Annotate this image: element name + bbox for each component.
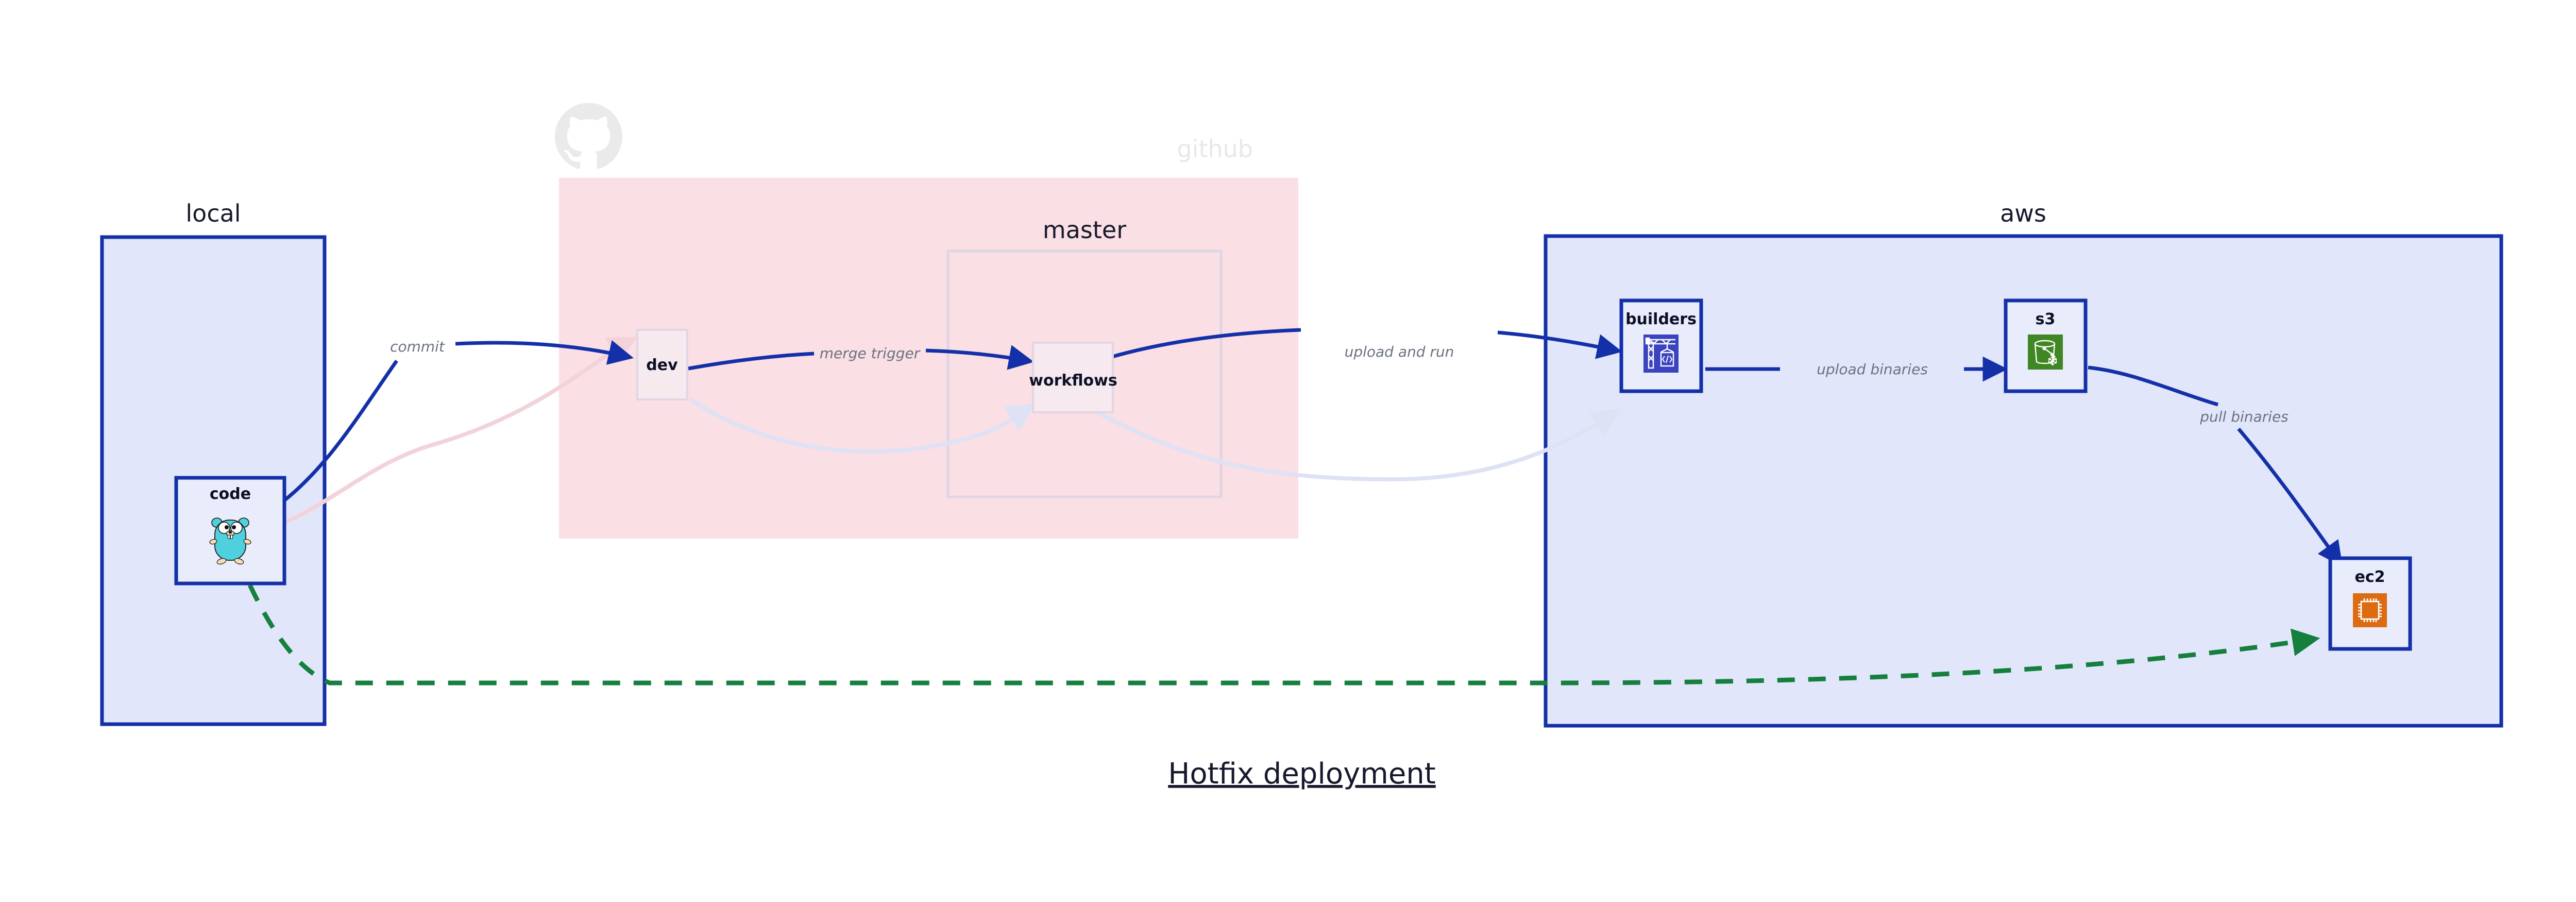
ghost-edges (242, 337, 1621, 538)
edge-pull-binaries-tail (2088, 365, 2218, 407)
edge-merge-head (925, 345, 1035, 370)
edge-pull-binaries-head (2237, 427, 2343, 567)
cluster-local: local (100, 199, 327, 726)
cluster-github: github (555, 103, 1298, 539)
go-gopher-icon (209, 517, 251, 565)
node-dev-label: dev (646, 356, 678, 374)
cluster-local-label: local (185, 199, 241, 227)
edge-upload-run-tail (1097, 328, 1301, 363)
node-workflows-box[interactable] (1032, 342, 1114, 413)
node-ec2-label: ec2 (2354, 568, 2385, 586)
diagram-title-group: Hotfix deployment (1168, 757, 1436, 791)
aws-ec2-icon (2353, 593, 2387, 627)
node-builders[interactable]: builders (1619, 298, 1703, 393)
node-code[interactable]: code (174, 476, 286, 586)
node-dev[interactable]: dev (636, 329, 688, 400)
node-s3[interactable]: s3 (2004, 298, 2088, 393)
edge-label-commit: commit (390, 338, 445, 355)
cluster-master-label: master (1043, 216, 1126, 244)
node-s3-label: s3 (2036, 310, 2056, 328)
node-builders-label: builders (1625, 310, 1697, 328)
edge-upload-run-head (1497, 330, 1622, 359)
cluster-master: master (946, 216, 1223, 498)
ghost-edge-code-dev (242, 337, 638, 538)
page-title: Hotfix deployment (1168, 757, 1436, 791)
node-code-label: code (210, 485, 251, 503)
node-ec2[interactable]: ec2 (2328, 556, 2412, 651)
ghost-edge-workflows-builders (1096, 408, 1621, 482)
node-workflows-label: workflows (1029, 372, 1117, 390)
edge-commit-tail (283, 359, 398, 502)
node-workflows[interactable]: workflows (1029, 342, 1117, 413)
edge-hotfix-dashed (247, 584, 2320, 686)
ghost-edge-dev-workflows (689, 397, 1036, 454)
cluster-github-label: github (1177, 135, 1253, 163)
edge-label-upload-binaries: upload binaries (1817, 361, 1928, 378)
aws-s3-glacier-icon (2028, 335, 2063, 370)
cluster-aws-label: aws (2000, 199, 2046, 227)
edge-merge-tail (688, 352, 815, 371)
edge-label-merge-trigger: merge trigger (820, 345, 921, 362)
edge-commit-head (455, 340, 634, 365)
aws-codebuild-icon (1643, 335, 1679, 373)
edge-label-pull-binaries: pull binaries (2199, 408, 2289, 425)
cluster-master-box (946, 249, 1223, 498)
github-octocat-icon (555, 103, 623, 169)
node-ec2-box[interactable] (2328, 556, 2412, 651)
edge-label-upload-and-run: upload and run (1345, 343, 1454, 360)
edges: commit merge trigger upload and run uplo… (247, 328, 2343, 686)
node-dev-box[interactable] (636, 329, 688, 400)
